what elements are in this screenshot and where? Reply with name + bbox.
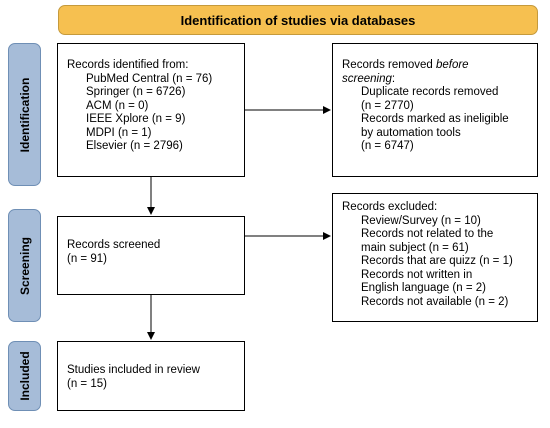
studies-included-box: Studies included in review (n = 15): [57, 341, 245, 411]
excluded-item: main subject (n = 61): [361, 241, 469, 254]
source-ieee: IEEE Xplore (n = 9): [86, 113, 186, 125]
excluded-item: Records that are quizz (n = 1): [361, 255, 513, 267]
phase-identification: Identification: [8, 43, 41, 186]
records-identified-box: Records identified from: PubMed Central …: [57, 43, 245, 177]
header-banner: Identification of studies via databases: [58, 5, 538, 35]
removed-item: Duplicate records removed: [361, 86, 499, 98]
records-excluded-box: Records excluded: Review/Survey (n = 10)…: [332, 193, 538, 322]
removed-item: Records marked as ineligible: [361, 113, 509, 125]
studies-included-label: Studies included in review: [67, 364, 200, 376]
excluded-item: Records not written in: [361, 268, 473, 281]
records-screened-box: Records screened (n = 91): [57, 216, 245, 295]
excluded-item: Records not related to the: [361, 228, 494, 240]
source-acm: ACM (n = 0): [86, 99, 149, 112]
header-title: Identification of studies via databases: [180, 12, 416, 28]
removed-item: (n = 6747): [361, 140, 414, 152]
source-pubmed: PubMed Central (n = 76): [86, 72, 213, 85]
source-elsevier: Elsevier (n = 2796): [86, 140, 183, 152]
excluded-item: Records not available (n = 2): [361, 295, 509, 308]
records-removed-heading-cont: screening:: [342, 72, 396, 85]
removed-item: by automation tools: [361, 126, 461, 139]
records-removed-box: Records removed before screening: Duplic…: [332, 43, 538, 177]
phase-screening: Screening: [8, 209, 41, 322]
records-removed-heading: Records removed before: [342, 59, 469, 71]
source-springer: Springer (n = 6726): [86, 86, 186, 98]
excluded-item: Review/Survey (n = 10): [361, 214, 481, 227]
records-screened-label: Records screened: [67, 239, 161, 251]
phase-included: Included: [8, 341, 41, 411]
records-excluded-heading: Records excluded:: [342, 201, 438, 213]
records-screened-count: (n = 91): [67, 252, 107, 265]
studies-included-count: (n = 15): [67, 377, 107, 390]
records-identified-heading: Records identified from:: [67, 59, 189, 71]
excluded-item: English language (n = 2): [361, 282, 486, 294]
source-mdpi: MDPI (n = 1): [86, 126, 152, 139]
removed-item: (n = 2770): [361, 99, 414, 112]
